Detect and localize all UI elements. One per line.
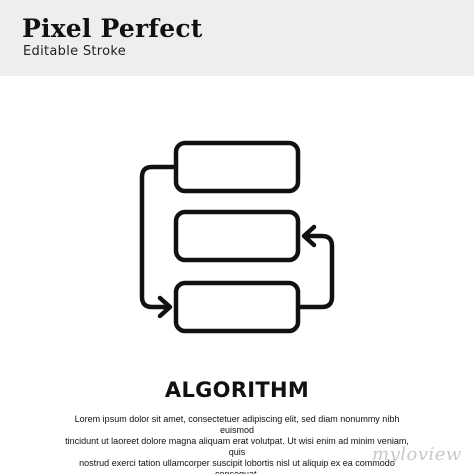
- description-text: Lorem ipsum dolor sit amet, consectetuer…: [65, 414, 409, 474]
- icon-title: ALGORITHM: [164, 378, 310, 402]
- right-loop-arrow-head: [301, 224, 317, 248]
- left-loop-arrow-line: [139, 164, 179, 310]
- brand-title: Pixel Perfect: [22, 14, 203, 43]
- brand-subtitle: Editable Stroke: [23, 44, 127, 59]
- watermark-logo: myloview: [372, 444, 462, 465]
- left-loop-arrow-head: [157, 295, 173, 319]
- flowchart-box-bottom: [173, 280, 301, 334]
- flowchart-box-middle: [173, 209, 301, 263]
- right-loop-arrow-line: [295, 233, 335, 310]
- header-band: Pixel Perfect Editable Stroke: [0, 0, 474, 76]
- flowchart-box-top: [173, 140, 301, 194]
